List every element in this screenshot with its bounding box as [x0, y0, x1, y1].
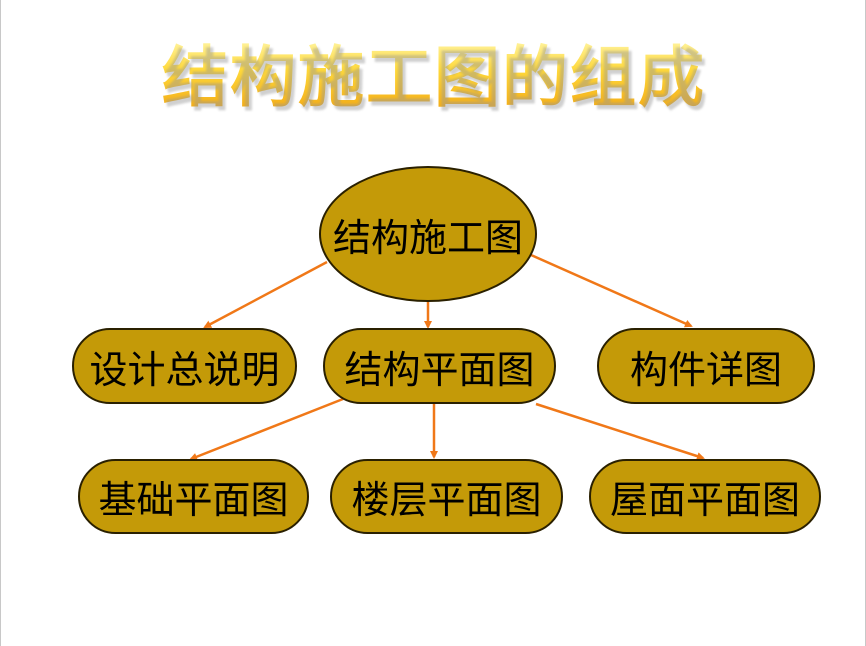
arrow-structural-plan-to-foundation-plan — [189, 397, 344, 461]
arrow-structural-plan-to-roof-plan — [535, 402, 705, 460]
node-design-notes: 设计总说明 — [72, 328, 297, 404]
node-foundation-plan: 基础平面图 — [78, 459, 309, 534]
page-title: 结构施工图的组成 — [1, 38, 866, 118]
node-component-details: 构件详图 — [597, 328, 815, 404]
node-root: 结构施工图 — [319, 166, 537, 302]
node-roof-plan: 屋面平面图 — [589, 459, 821, 534]
node-floor-plan: 楼层平面图 — [330, 459, 563, 534]
arrow-root-to-design-notes — [203, 260, 328, 329]
node-structural-plan: 结构平面图 — [323, 328, 556, 404]
arrow-root-to-component-details — [530, 253, 693, 328]
